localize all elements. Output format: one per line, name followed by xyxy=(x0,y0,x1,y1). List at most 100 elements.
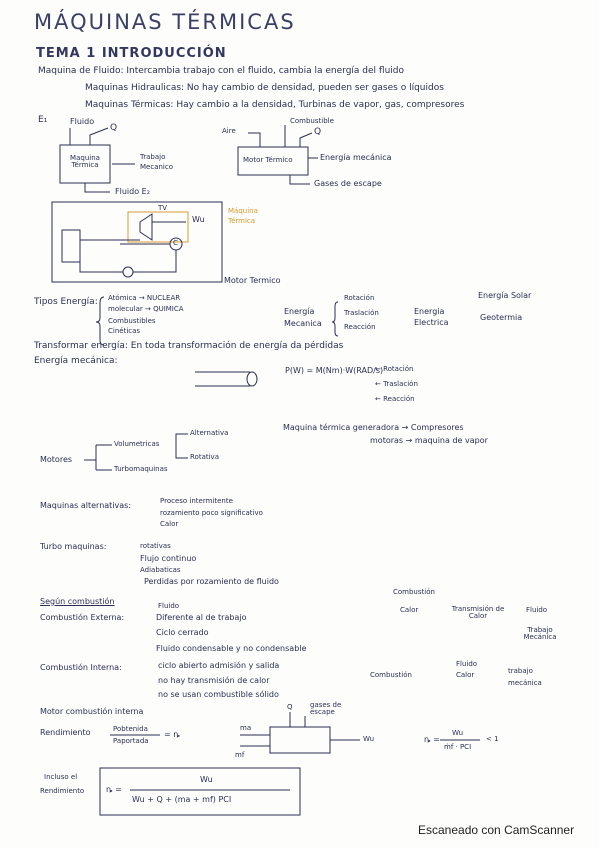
tipos-geotermia: Geotermia xyxy=(480,313,523,322)
d1-e1: E₁ xyxy=(38,115,48,125)
turbo-label: Turbo maquinas: xyxy=(40,542,107,551)
interna-l3: no se usan combustible sólido xyxy=(158,690,279,699)
alternativas-label: Maquinas alternativas: xyxy=(40,501,132,510)
maquina-termica-highlight xyxy=(127,211,189,243)
circuit-termica: Térmica xyxy=(228,217,256,225)
turbine xyxy=(139,213,153,241)
externa-label: Combustión Externa: xyxy=(40,613,125,622)
intro-line-2: Maquinas Hidraulicas: No hay cambio de d… xyxy=(85,83,444,93)
tipos-energia: Energía xyxy=(284,307,315,316)
d1-mecanico: Mecanico xyxy=(140,163,173,171)
d2-energia: Energía mecánica xyxy=(320,153,392,162)
tipos-a4: Cinéticas xyxy=(108,327,141,335)
q2-arrow xyxy=(299,132,313,147)
motores-alternativa: Alternativa xyxy=(190,429,229,437)
mecanica-formula: P(W) = M(Nm)·W(RAD/s) xyxy=(285,366,384,375)
d1-fluido: Fluido xyxy=(70,117,95,126)
incluso-box xyxy=(99,767,301,816)
tipos-mecanica: Mecanica xyxy=(284,319,322,328)
circuit-c: C xyxy=(173,239,178,247)
alternativas-l1: Proceso intermitente xyxy=(160,497,233,505)
mecanica-label: Energía mecánica: xyxy=(34,356,118,366)
tipos-electrica: Electrica xyxy=(414,318,449,327)
transform-line: Transformar energía: En toda transformac… xyxy=(34,341,344,351)
boiler xyxy=(61,229,81,263)
tipos-label: Tipos Energía: xyxy=(34,297,98,307)
circuit-pipes xyxy=(79,239,177,273)
rend-q: Q xyxy=(287,703,293,711)
page-title: MÁQUINAS TÉRMICAS xyxy=(34,10,296,34)
gases-arrow xyxy=(289,175,310,185)
tipos-traslacion: Traslación xyxy=(344,309,379,317)
externa-l3: Fluido condensable y no condensable xyxy=(156,644,307,653)
d1-trabajo: Trabajo xyxy=(140,153,166,161)
turbo-l2: Flujo continuo xyxy=(140,554,197,563)
f2-lt: < 1 xyxy=(486,735,499,743)
flow1-calor: Calor xyxy=(400,606,419,614)
d1-fluido-e2: Fluido E₂ xyxy=(115,187,150,196)
incluso-den: Wu + Q + (ma + mf) PCI xyxy=(132,795,232,804)
flow1-transmision: Transmisión de Calor xyxy=(451,605,505,620)
flow2-fluido: Fluido xyxy=(456,660,478,668)
turbo-l1: rotativas xyxy=(140,542,171,550)
motor-interna: Motor combustión interna xyxy=(40,707,144,716)
tipos-solar: Energía Solar xyxy=(478,291,532,300)
fluido-out-arrow xyxy=(84,183,110,193)
externa-l1: Diferente al de trabajo xyxy=(156,613,247,622)
intro-line-3: Maquinas Térmicas: Hay cambio a la densi… xyxy=(85,100,465,110)
generadora-l1: Maquina térmica generadora → Compresores xyxy=(283,423,464,432)
tipos-reaccion: Reacción xyxy=(344,323,376,331)
motor-termico-box xyxy=(237,146,309,176)
incluso-num: Wu xyxy=(200,775,213,784)
q-arrow xyxy=(89,127,109,145)
mecanica-r2: ← Traslación xyxy=(375,380,418,388)
interna-label: Combustión Interna: xyxy=(40,663,122,672)
tipos-a2: molecular → QUIMICA xyxy=(108,305,184,313)
interna-l2: no hay transmisión de calor xyxy=(158,676,270,685)
interna-l1: ciclo abierto admisión y salida xyxy=(158,661,280,670)
rend-num: Pobtenida xyxy=(113,725,148,733)
pump xyxy=(122,266,134,278)
system-box xyxy=(269,726,331,754)
motores-tree xyxy=(84,433,188,471)
tipos-a3: Combustibles xyxy=(108,317,156,325)
tipos-brace xyxy=(95,296,105,346)
d2-box-label: Motor Térmico xyxy=(243,156,293,164)
flow1-trabajo: Trabajo Mecánica xyxy=(523,626,557,641)
circuit-tv: TV xyxy=(158,204,168,212)
f2-num: Wu xyxy=(452,729,464,737)
tipos-a1: Atómica → NUCLEAR xyxy=(108,294,181,302)
section-title: TEMA 1 INTRODUCCIÓN xyxy=(36,46,227,61)
rend-wu: Wu xyxy=(363,735,375,743)
rend-mf: mf xyxy=(235,751,245,759)
aire-arrow xyxy=(248,132,261,147)
motores-rotativa: Rotativa xyxy=(190,453,219,461)
mecanica-r1: ← Rotación xyxy=(375,365,414,373)
alternativas-l3: Calor xyxy=(160,520,179,528)
circuit-wu: Wu xyxy=(192,215,205,224)
sys-arrows xyxy=(240,712,360,747)
tipos-rotacion: Rotación xyxy=(344,294,375,302)
alternativas-l2: rozamiento poco significativo xyxy=(160,509,263,517)
incluso-lhs: ȵ = xyxy=(106,785,122,794)
generadora-l2: motoras → maquina de vapor xyxy=(370,436,488,445)
f2-den: ṁf · PCI xyxy=(444,743,472,751)
mecanica-brace xyxy=(331,301,339,337)
rend-ma: ma xyxy=(240,724,252,732)
turbo-l4: Perdidas por rozamiento de fluido xyxy=(144,577,279,586)
shaft-end xyxy=(246,371,258,387)
motores-label: Motores xyxy=(40,455,73,464)
flow2-combustion: Combustión xyxy=(370,671,412,679)
rend-gases: gases de escape xyxy=(310,701,342,716)
scanner-footer: Escaneado con CamScanner xyxy=(418,823,575,837)
d1-box-label: Maquina Térmica xyxy=(70,154,100,169)
d1-q: Q xyxy=(110,123,118,133)
rendimiento-label: Rendimiento xyxy=(40,728,91,737)
circuit-maquina: Máquina xyxy=(228,207,258,215)
mecanica-r3: ← Reacción xyxy=(375,395,415,403)
externa-l2: Ciclo cerrado xyxy=(156,628,209,637)
turbo-l3: Adiabaticas xyxy=(140,566,181,574)
flow2-mecanica: mecánica xyxy=(508,679,542,687)
motores-turbo: Turbomaquinas xyxy=(114,465,168,473)
